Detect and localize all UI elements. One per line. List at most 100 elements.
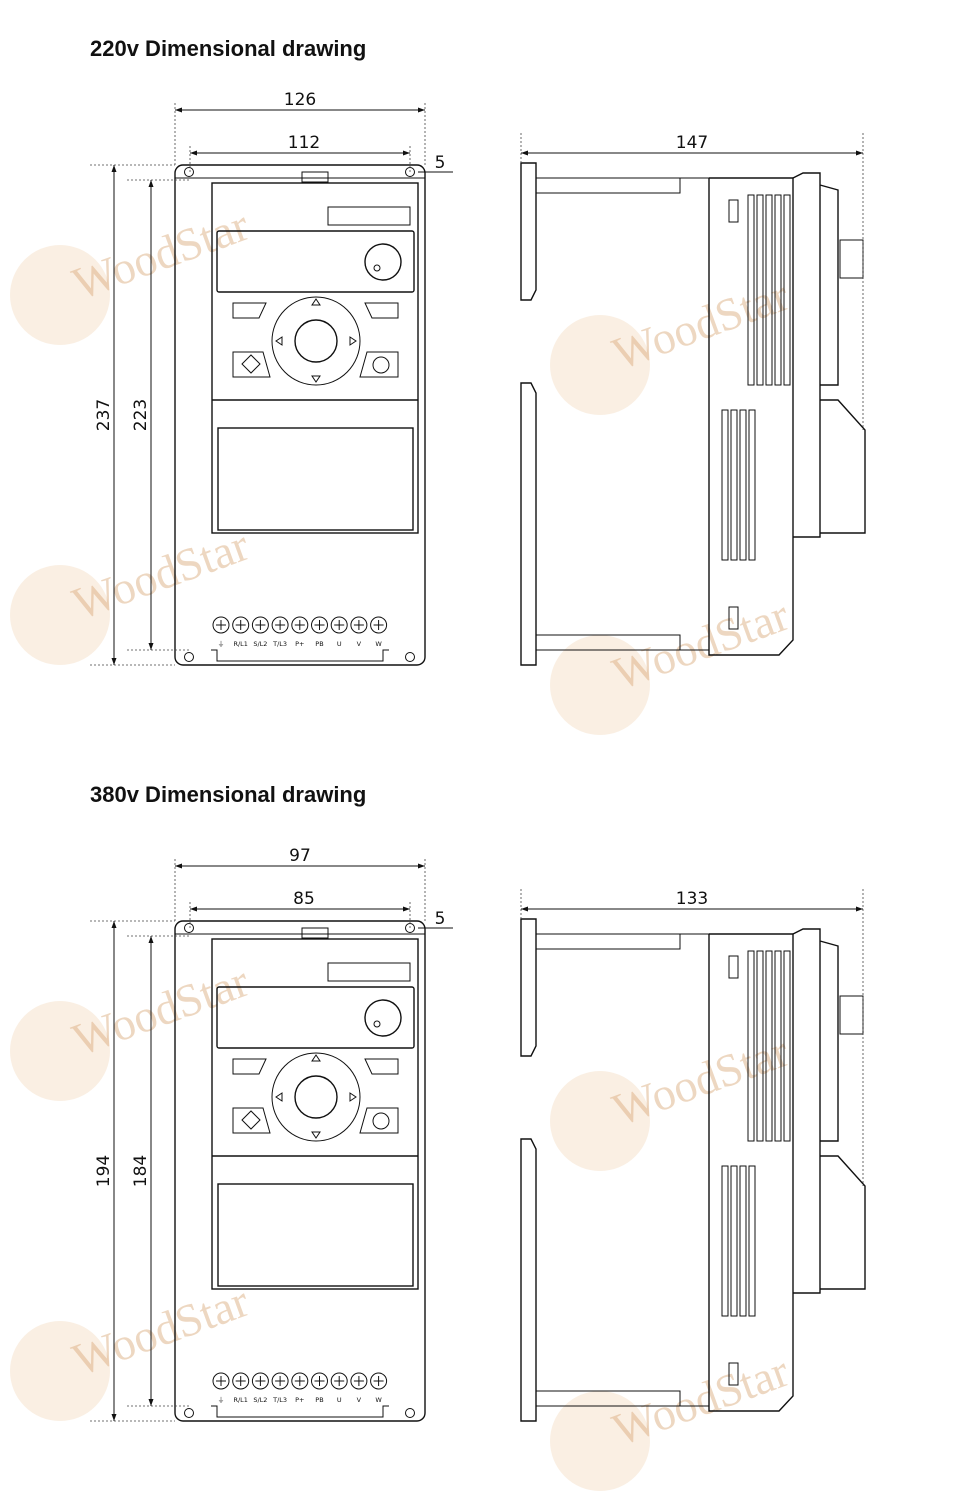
terminal-label: ⏚ bbox=[218, 1396, 225, 1404]
dim-label-mount-width: 112 bbox=[288, 133, 320, 153]
up-arrow-icon bbox=[311, 298, 321, 306]
dimension-depth-arrowhead bbox=[856, 906, 863, 912]
terminal-screw-cross bbox=[235, 1376, 246, 1386]
section-title-380v: 380v Dimensional drawing bbox=[90, 782, 367, 807]
front-cover-profile bbox=[792, 172, 866, 538]
terminal-block-base bbox=[211, 649, 389, 662]
vent-slot bbox=[747, 950, 755, 1142]
watermark-text: WoodStar bbox=[66, 199, 255, 309]
terminal-label: W bbox=[375, 1396, 382, 1404]
terminal-screw-cross bbox=[255, 620, 266, 630]
watermark-text: WoodStar bbox=[606, 269, 795, 379]
watermark-logo-icon bbox=[550, 1391, 650, 1491]
terminal-screw-icon bbox=[350, 616, 368, 634]
function-button-left bbox=[232, 302, 267, 319]
terminal-screw-cross bbox=[275, 620, 286, 630]
terminal-screw-icon bbox=[350, 1372, 368, 1390]
terminal-screw-cross bbox=[294, 620, 305, 630]
terminal-screw-icon bbox=[311, 616, 328, 634]
vent-slot bbox=[774, 950, 782, 1142]
dimension-overall-height-arrowhead bbox=[111, 1414, 117, 1421]
vent-slot bbox=[765, 950, 773, 1142]
stop-button bbox=[359, 351, 399, 378]
terminal-label: PB bbox=[315, 1396, 323, 1404]
vent-slot bbox=[739, 409, 747, 561]
terminal-label: P+ bbox=[295, 640, 304, 648]
terminal-screw-icon bbox=[232, 1372, 250, 1390]
dim-label-mount-width: 85 bbox=[293, 889, 315, 909]
extension-lines bbox=[90, 103, 426, 666]
side-body-join bbox=[680, 177, 709, 651]
extension-lines bbox=[90, 859, 426, 1422]
dim-label-depth: 133 bbox=[676, 889, 708, 909]
vent-slot bbox=[748, 1165, 756, 1317]
mounting-hole-icon bbox=[184, 167, 194, 177]
stop-button bbox=[359, 1107, 399, 1134]
dimension-mount-height-arrowhead bbox=[148, 643, 154, 650]
terminal-screw-icon bbox=[271, 1372, 289, 1390]
knob-indicator bbox=[373, 264, 381, 272]
watermark-logo-icon bbox=[10, 1321, 110, 1421]
run-button bbox=[232, 351, 271, 378]
dimension-mount-width-arrowhead bbox=[190, 150, 197, 156]
terminal-screw-icon bbox=[291, 1372, 309, 1390]
function-button-right bbox=[364, 302, 399, 319]
vent-slot bbox=[730, 1165, 738, 1317]
potentiometer-side bbox=[839, 995, 864, 1035]
dimension-depth-arrowhead bbox=[521, 906, 528, 912]
vent-slot bbox=[783, 950, 791, 1142]
terminal-screw-icon bbox=[330, 1372, 348, 1390]
vent-slot bbox=[721, 1165, 729, 1317]
terminal-screw-icon bbox=[291, 616, 309, 634]
terminal-screw-cross bbox=[294, 1376, 305, 1386]
dimension-overall-width-arrowhead bbox=[175, 107, 182, 113]
heatsink-fins bbox=[536, 177, 681, 651]
keypad-panel bbox=[211, 182, 419, 534]
terminal-label: U bbox=[337, 1396, 342, 1404]
terminal-screw-icon bbox=[212, 1372, 230, 1390]
label-window bbox=[327, 962, 411, 982]
mounting-hole-icon bbox=[184, 1408, 194, 1418]
right-arrow-icon bbox=[349, 336, 357, 346]
enter-button bbox=[294, 1075, 338, 1119]
dim-label-offset: 5 bbox=[435, 909, 446, 929]
terminal-label: V bbox=[357, 1396, 362, 1404]
side-view: 133 bbox=[520, 889, 866, 1422]
vent-slot bbox=[756, 194, 764, 386]
mounting-hole-icon bbox=[405, 1408, 415, 1418]
terminal-block-base bbox=[211, 1405, 389, 1418]
enter-button bbox=[294, 319, 338, 363]
navigation-ring bbox=[271, 1052, 361, 1142]
left-arrow-icon bbox=[275, 1092, 283, 1102]
navigation-ring bbox=[271, 296, 361, 386]
terminal-label: W bbox=[375, 640, 382, 648]
dimension-depth-arrowhead bbox=[521, 150, 528, 156]
watermark-text: WoodStar bbox=[66, 519, 255, 629]
vent-slot bbox=[739, 1165, 747, 1317]
potentiometer-side bbox=[839, 239, 864, 279]
dimension-mount-width-arrowhead bbox=[403, 150, 410, 156]
terminal-screw-icon bbox=[232, 616, 250, 634]
dim-label-overall-height: 194 bbox=[94, 1155, 114, 1187]
terminal-screw-icon bbox=[251, 616, 269, 634]
display-window bbox=[216, 230, 415, 293]
terminal-screw-cross bbox=[353, 620, 364, 630]
left-arrow-icon bbox=[275, 336, 283, 346]
dimension-overall-height-arrowhead bbox=[111, 921, 117, 928]
up-arrow-icon bbox=[311, 1054, 321, 1062]
dim-label-depth: 147 bbox=[676, 133, 708, 153]
dimension-mount-height-arrowhead bbox=[148, 936, 154, 943]
right-arrow-icon bbox=[349, 1092, 357, 1102]
watermark-text: WoodStar bbox=[606, 589, 795, 699]
dim-label-mount-height: 184 bbox=[131, 1155, 151, 1187]
housing-outline bbox=[174, 920, 426, 1422]
watermark-text: WoodStar bbox=[606, 1025, 795, 1135]
dimension-overall-height-arrowhead bbox=[111, 165, 117, 172]
watermark-logo-icon bbox=[10, 245, 110, 345]
terminal-screw-icon bbox=[271, 616, 289, 634]
stop-icon bbox=[372, 1112, 390, 1130]
run-icon bbox=[241, 1110, 261, 1130]
